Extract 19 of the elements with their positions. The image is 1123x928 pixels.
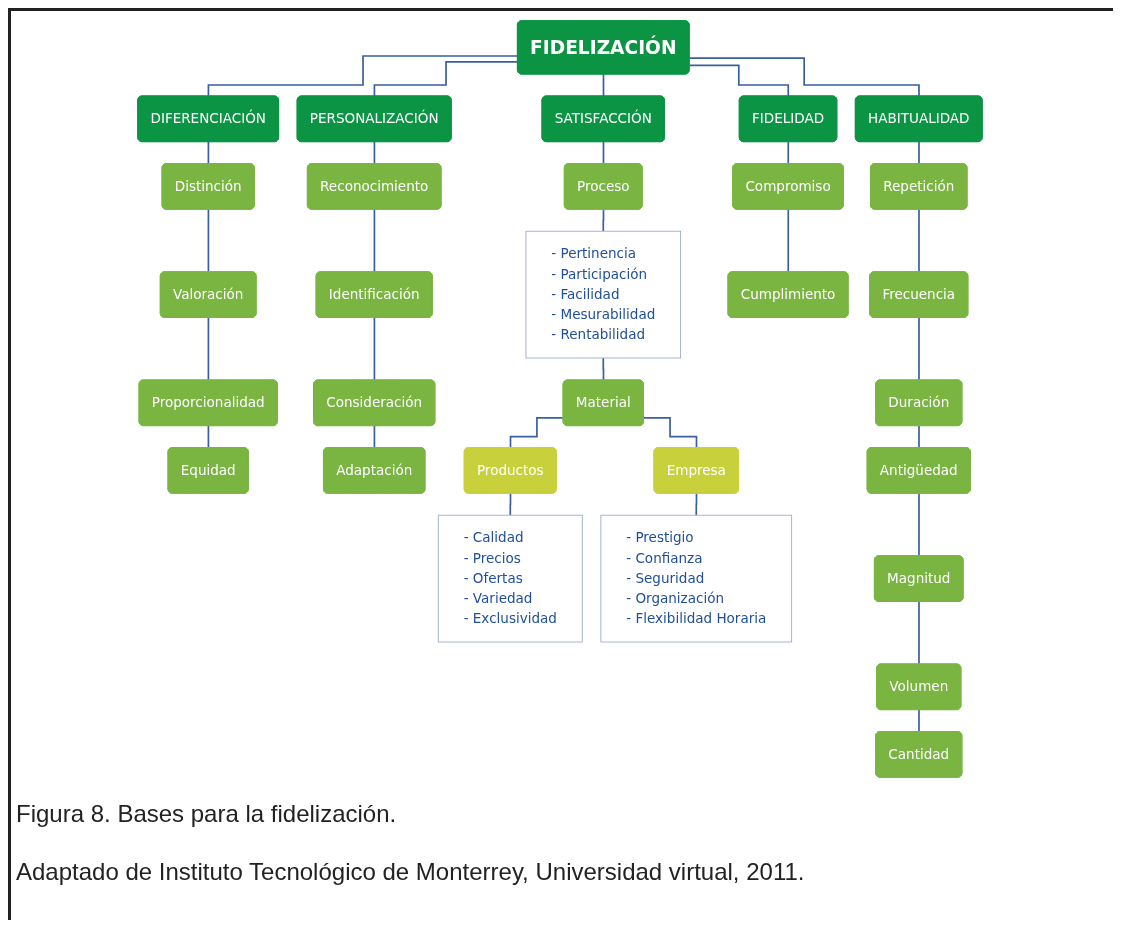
connector (695, 492, 698, 517)
connector (918, 709, 921, 733)
connector (373, 425, 376, 449)
connector (787, 141, 790, 165)
connector (509, 492, 512, 517)
connector (602, 208, 605, 233)
connector (643, 416, 698, 449)
connector (602, 141, 605, 165)
connector (207, 141, 210, 165)
figure-caption: Figura 8. Bases para la fidelización. (16, 800, 397, 828)
node-box: - Calidad - Precios - Ofertas - Variedad - Exclusividad (437, 514, 583, 643)
connector (207, 425, 210, 449)
source-note: Adaptado de Instituto Tecnológico de Monterrey, Universidad virtual, 2011. (16, 858, 805, 886)
node-box: - Prestigio - Confianza - Seguridad - Organización - Flexibilidad Horaria (600, 514, 793, 643)
connector (373, 141, 376, 165)
connector (918, 141, 921, 165)
connector (918, 425, 921, 449)
node-box: - Pertinencia - Participación - Facilidad - Mesurabilidad - Rentabilidad (525, 230, 682, 359)
connector (509, 416, 565, 449)
